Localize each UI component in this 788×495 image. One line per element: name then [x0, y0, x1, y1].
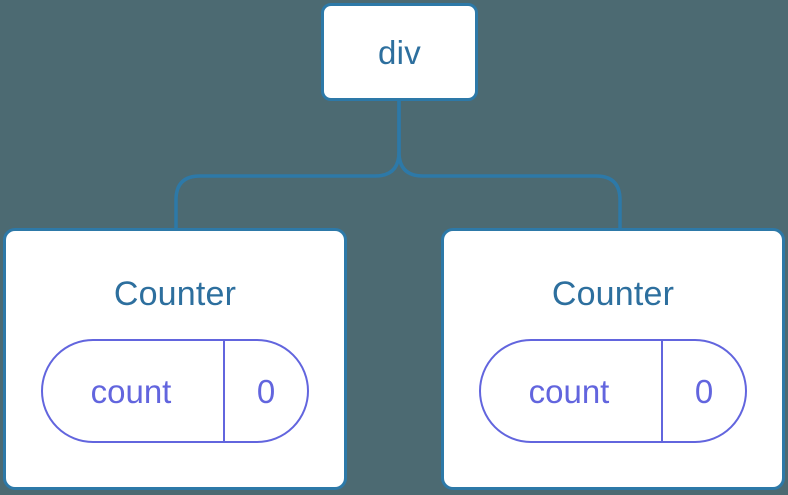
edge-div-to-left-counter: [174, 98, 401, 232]
counter-node-right[interactable]: Counter count 0: [441, 228, 785, 490]
div-node[interactable]: div: [321, 3, 478, 101]
edge-div-to-right-counter: [397, 98, 622, 232]
counter-left-state-value: 0: [223, 341, 307, 441]
counter-right-state-value: 0: [661, 341, 745, 441]
div-node-label: div: [377, 33, 422, 71]
counter-node-left[interactable]: Counter count 0: [3, 228, 347, 490]
counter-left-state-key: count: [90, 372, 172, 410]
counter-right-state-key: count: [528, 372, 610, 410]
counter-left-state-pill[interactable]: count 0: [41, 339, 309, 443]
counter-node-right-label: Counter: [551, 275, 675, 313]
counter-right-state-pill[interactable]: count 0: [479, 339, 747, 443]
counter-node-left-label: Counter: [113, 275, 237, 313]
